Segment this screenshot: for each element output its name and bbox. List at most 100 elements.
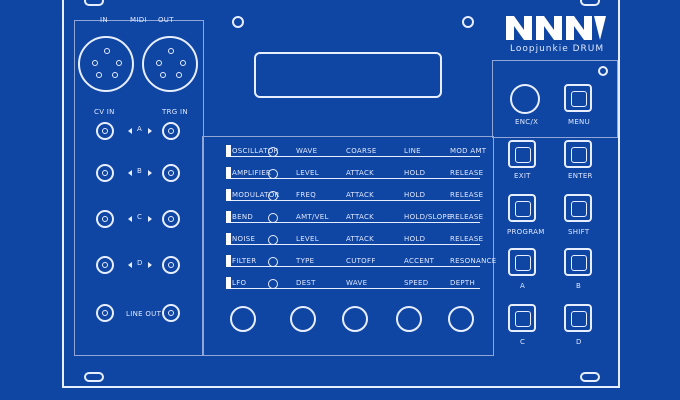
brand-logo [506,16,606,40]
matrix-param-label: LEVEL [296,235,319,243]
mounting-hole-bottom-left [84,372,104,382]
display-window [254,52,442,98]
param-knob-3[interactable] [342,306,368,332]
arrow-left-icon [128,216,132,222]
program-label: PROGRAM [507,228,545,236]
row-marker [226,211,231,223]
trg-in-jack-2[interactable] [162,164,180,182]
matrix-param-label: MOD AMT [450,147,487,155]
param-knob-4[interactable] [396,306,422,332]
trg-in-jack-4[interactable] [162,256,180,274]
encoder-knob[interactable] [510,84,540,114]
midi-out-jack[interactable] [142,36,198,92]
line-out-jack-left[interactable] [96,304,114,322]
menu-label: MENU [568,118,591,126]
matrix-section-label: LFO [232,279,247,287]
line-out-label: LINE OUT [126,310,162,318]
matrix-row [226,189,480,201]
io-section-frame [74,20,204,356]
param-knob-1[interactable] [230,306,256,332]
row-label-a: A [137,125,143,133]
arrow-right-icon [148,262,152,268]
brand-subtitle: Loopjunkie DRUM [510,44,605,54]
row-label-b: B [137,167,143,175]
matrix-param-label: ATTACK [346,191,375,199]
matrix-section-label: OSCILLATOR [232,147,279,155]
exit-label: EXIT [514,172,531,180]
row-marker [226,233,231,245]
row-led [268,279,278,289]
line-out-jack-right[interactable] [162,304,180,322]
matrix-param-label: WAVE [296,147,318,155]
matrix-section-label: NOISE [232,235,256,243]
cv-in-jack-2[interactable] [96,164,114,182]
c-label: C [520,338,526,346]
program-button[interactable] [508,194,536,222]
row-led [268,213,278,223]
matrix-row [226,211,480,223]
matrix-param-label: ATTACK [346,235,375,243]
b-button[interactable] [564,248,592,276]
matrix-param-label: ATTACK [346,169,375,177]
arrow-right-icon [148,216,152,222]
a-button[interactable] [508,248,536,276]
matrix-param-label: CUTOFF [346,257,376,265]
row-led [268,257,278,267]
matrix-param-label: HOLD/SLOPE [404,213,452,221]
matrix-section-label: AMPLIFIER [232,169,272,177]
c-button[interactable] [508,304,536,332]
matrix-param-label: ATTACK [346,213,375,221]
cv-in-jack-4[interactable] [96,256,114,274]
trg-in-label: TRG IN [162,108,188,116]
d-button[interactable] [564,304,592,332]
shift-button[interactable] [564,194,592,222]
matrix-section-label: BEND [232,213,254,221]
matrix-param-label: AMT/VEL [296,213,329,221]
midi-in-jack[interactable] [78,36,134,92]
midi-label: MIDI [130,16,147,24]
menu-button[interactable] [564,84,592,112]
matrix-param-label: LINE [404,147,421,155]
matrix-param-label: RELEASE [450,235,484,243]
matrix-param-label: COARSE [346,147,377,155]
matrix-param-label: RELEASE [450,213,484,221]
matrix-param-label: FREQ [296,191,317,199]
matrix-param-label: ACCENT [404,257,435,265]
cv-in-jack-1[interactable] [96,122,114,140]
screw-right-top [598,66,608,76]
arrow-left-icon [128,262,132,268]
matrix-row [226,233,480,245]
arrow-right-icon [148,128,152,134]
row-marker [226,277,231,289]
matrix-row [226,167,480,179]
cv-in-label: CV IN [94,108,115,116]
row-label-c: C [137,213,143,221]
b-label: B [576,282,582,290]
matrix-param-label: RESONANCE [450,257,497,265]
screw-left [232,16,244,28]
right-controls-frame [492,60,618,138]
a-label: A [520,282,526,290]
row-marker [226,145,231,157]
exit-button[interactable] [508,140,536,168]
matrix-param-label: SPEED [404,279,429,287]
matrix-frame [202,136,494,356]
trg-in-jack-3[interactable] [162,210,180,228]
cv-in-jack-3[interactable] [96,210,114,228]
enter-button[interactable] [564,140,592,168]
screw-right [462,16,474,28]
matrix-param-label: TYPE [296,257,315,265]
matrix-param-label: WAVE [346,279,368,287]
matrix-param-label: DEPTH [450,279,476,287]
encoder-label: ENC/X [515,118,539,126]
row-marker [226,167,231,179]
param-knob-5[interactable] [448,306,474,332]
param-knob-2[interactable] [290,306,316,332]
row-marker [226,255,231,267]
enter-label: ENTER [568,172,593,180]
matrix-section-label: MODULATOR [232,191,280,199]
matrix-section-label: FILTER [232,257,257,265]
trg-in-jack-1[interactable] [162,122,180,140]
matrix-param-label: HOLD [404,235,426,243]
matrix-param-label: HOLD [404,191,426,199]
